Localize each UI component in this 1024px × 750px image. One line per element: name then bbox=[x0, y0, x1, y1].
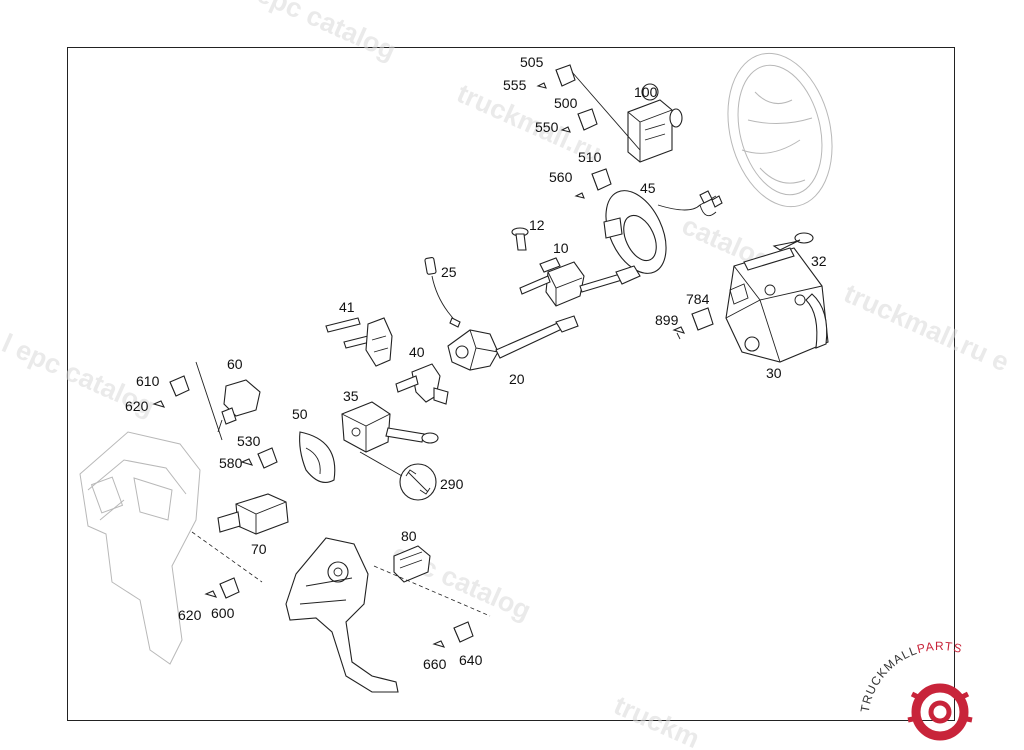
callout-80: 80 bbox=[401, 528, 417, 544]
callout-25: 25 bbox=[441, 264, 457, 280]
callout-10: 10 bbox=[553, 240, 569, 256]
combination-switch-10 bbox=[519, 257, 641, 307]
callout-45: 45 bbox=[640, 180, 656, 196]
callout-620-top: 620 bbox=[125, 398, 149, 414]
callout-550: 550 bbox=[535, 119, 559, 135]
watermark-1: epc catalog bbox=[253, 0, 401, 66]
callout-290: 290 bbox=[440, 476, 464, 492]
callout-505: 505 bbox=[520, 54, 544, 70]
truckmall-parts-logo: TRUCKMALLPARTS bbox=[858, 639, 973, 741]
ignition-lock-100 bbox=[627, 83, 683, 163]
watermark-7: truckm bbox=[610, 690, 704, 750]
connector-80 bbox=[393, 545, 431, 583]
bolt-32 bbox=[772, 232, 814, 251]
callout-100: 100 bbox=[634, 84, 658, 100]
insert-784 bbox=[691, 307, 714, 331]
brake-switch-70 bbox=[217, 493, 289, 535]
callout-510: 510 bbox=[578, 149, 602, 165]
callout-30: 30 bbox=[766, 365, 782, 381]
callout-530: 530 bbox=[237, 433, 261, 449]
callout-610: 610 bbox=[136, 373, 160, 389]
callout-12: 12 bbox=[529, 217, 545, 233]
callout-555: 555 bbox=[503, 77, 527, 93]
stalk-switch-20 bbox=[447, 315, 579, 371]
pedal-bracket-ghost bbox=[79, 431, 201, 665]
callout-50: 50 bbox=[292, 406, 308, 422]
callout-784: 784 bbox=[686, 291, 710, 307]
pedal-assembly bbox=[285, 537, 399, 693]
insert-600 bbox=[219, 577, 240, 599]
screw-899 bbox=[672, 326, 686, 340]
wire-harness-25 bbox=[424, 257, 461, 328]
bracket-41 bbox=[325, 317, 393, 367]
watermark-5: truckmall.ru e bbox=[840, 278, 1014, 377]
callout-20: 20 bbox=[509, 371, 525, 387]
tool-symbol-290 bbox=[399, 463, 437, 501]
insert-610 bbox=[169, 375, 190, 397]
pulse-ring-50 bbox=[299, 431, 336, 483]
insert-505 bbox=[536, 64, 576, 89]
callout-labels: 505 555 100 500 550 510 560 45 12 10 25 … bbox=[125, 54, 827, 672]
callout-600: 600 bbox=[211, 605, 235, 621]
callout-32: 32 bbox=[811, 253, 827, 269]
switch-40 bbox=[395, 363, 449, 405]
sensor-60 bbox=[217, 379, 261, 433]
screw-580 bbox=[240, 458, 254, 466]
callout-660: 660 bbox=[423, 656, 447, 672]
callout-500: 500 bbox=[554, 95, 578, 111]
steering-column-30 bbox=[725, 247, 829, 363]
callout-70: 70 bbox=[251, 541, 267, 557]
diagram-frame bbox=[67, 47, 955, 721]
insert-640 bbox=[453, 621, 474, 643]
callout-40: 40 bbox=[409, 344, 425, 360]
screw-12 bbox=[511, 227, 529, 251]
insert-500 bbox=[560, 108, 598, 133]
logo-gear-icon bbox=[907, 683, 973, 741]
callout-60: 60 bbox=[227, 356, 243, 372]
callout-35: 35 bbox=[343, 388, 359, 404]
switch-module-35 bbox=[341, 401, 439, 453]
callout-560: 560 bbox=[549, 169, 573, 185]
steering-wheel-outline bbox=[727, 52, 833, 208]
clock-spring-45 bbox=[603, 190, 723, 274]
screw-660 bbox=[432, 640, 446, 648]
callout-580: 580 bbox=[219, 455, 243, 471]
screw-620-bottom bbox=[204, 590, 218, 598]
insert-530 bbox=[257, 447, 278, 469]
callout-899: 899 bbox=[655, 312, 679, 328]
logo-text: TRUCKMALLPARTS bbox=[858, 639, 964, 714]
screw-620-top bbox=[152, 400, 166, 408]
insert-510 bbox=[574, 168, 612, 199]
callout-41: 41 bbox=[339, 299, 355, 315]
callout-640: 640 bbox=[459, 652, 483, 668]
callout-620-bottom: 620 bbox=[178, 607, 202, 623]
